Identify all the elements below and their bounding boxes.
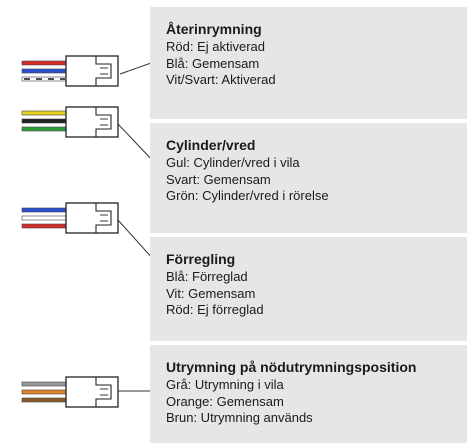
connector-plug-3	[65, 376, 119, 408]
panel-title: Återinrymning	[166, 21, 262, 37]
wire-0-0	[21, 60, 67, 66]
panel-title: Cylinder/vred	[166, 137, 256, 153]
panel-line: Vit/Svart: Aktiverad	[166, 72, 276, 87]
wire-0-1	[21, 68, 67, 74]
panel-line: Gul: Cylinder/vred i vila	[166, 155, 300, 170]
connector-group-1	[21, 106, 119, 138]
connector-plug-2	[65, 202, 119, 234]
panel-line: Svart: Gemensam	[166, 171, 271, 187]
wire-3-0	[21, 381, 67, 387]
panel-line: Blå: Förreglad	[166, 269, 248, 284]
connector-group-3	[21, 376, 119, 408]
wire-1-1	[21, 118, 67, 124]
panel-line: Grön: Cylinder/vred i rörelse	[166, 188, 329, 203]
leader-line-1	[117, 123, 155, 163]
panel-line: Blå: Gemensam	[166, 55, 260, 71]
panel-utrymning: Utrymning på nödutrymningsposition Grå: …	[150, 345, 467, 443]
wire-2-0	[21, 207, 67, 213]
wire-3-1	[21, 389, 67, 395]
connector-group-0	[21, 55, 119, 87]
connector-plug-0	[65, 55, 119, 87]
panel-line: Grå: Utrymning i vila	[166, 377, 284, 392]
leader-line-2	[117, 219, 155, 261]
panel-forregling: Förregling Blå: Förreglad Vit: Gemensam …	[150, 237, 467, 341]
wire-2-1	[21, 215, 67, 221]
panel-line: Orange: Gemensam	[166, 393, 284, 409]
panel-line: Vit: Gemensam	[166, 285, 256, 301]
wire-2-2	[21, 223, 67, 229]
panel-line: Röd: Ej förreglad	[166, 302, 264, 317]
panel-aterinrymning: Återinrymning Röd: Ej aktiverad Blå: Gem…	[150, 7, 467, 119]
connector-group-2	[21, 202, 119, 234]
connector-plug-1	[65, 106, 119, 138]
wire-3-2	[21, 397, 67, 403]
wire-1-0	[21, 110, 67, 116]
panel-line: Röd: Ej aktiverad	[166, 39, 265, 54]
panel-line: Brun: Utrymning används	[166, 410, 313, 425]
panel-cylinder-vred: Cylinder/vred Gul: Cylinder/vred i vila …	[150, 123, 467, 233]
wire-1-2	[21, 126, 67, 132]
panel-title: Förregling	[166, 251, 236, 267]
panel-title: Utrymning på nödutrymningsposition	[166, 359, 417, 375]
